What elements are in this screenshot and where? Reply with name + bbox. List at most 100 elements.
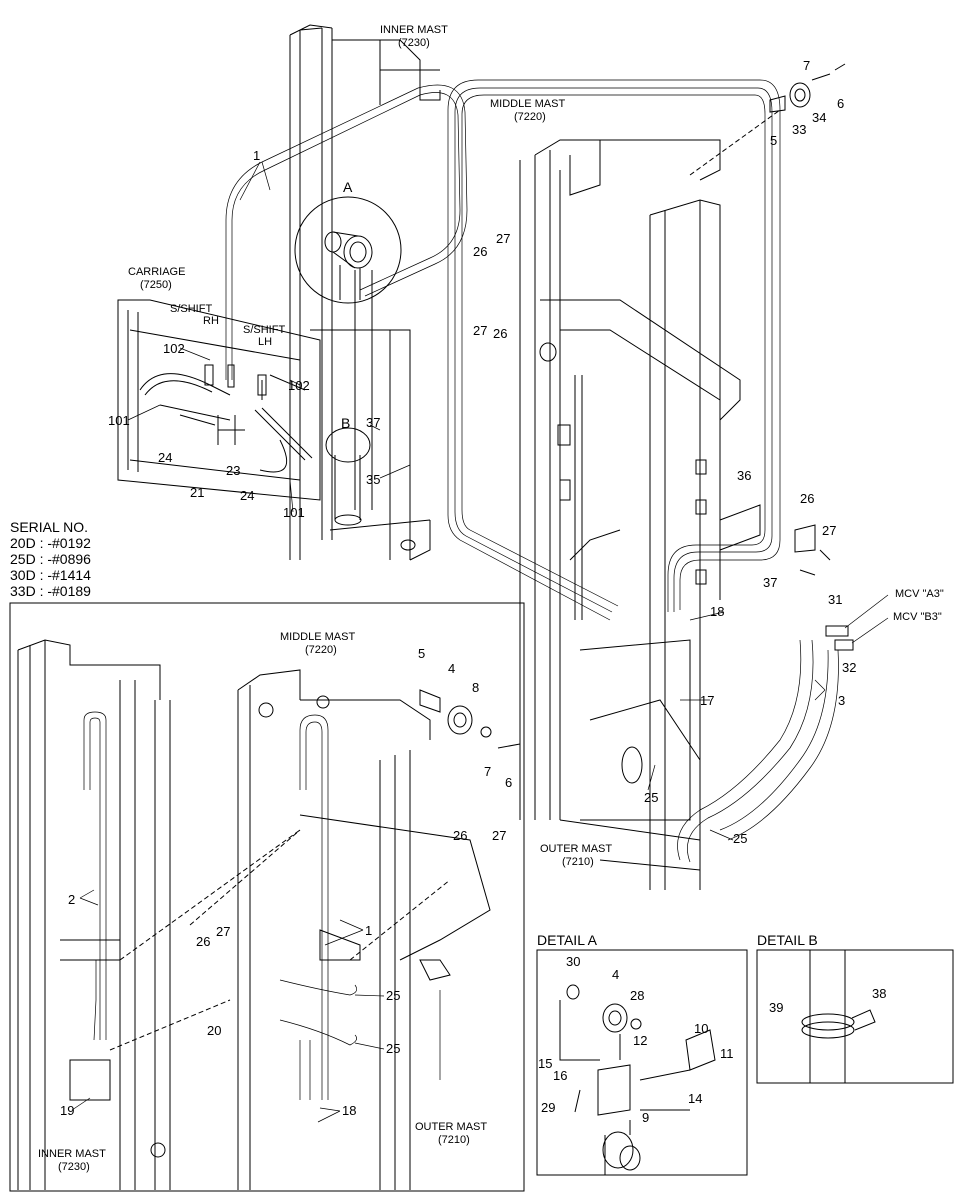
detail-a-title: DETAIL A <box>537 932 598 948</box>
carriage-code: (7250) <box>140 279 172 291</box>
callout: 24 <box>158 450 172 465</box>
inset-middle-mast-code: (7220) <box>305 644 337 656</box>
mcv-a3-label: MCV "A3" <box>895 588 944 600</box>
callout: 27 <box>496 231 510 246</box>
inset-drawing <box>17 639 521 1190</box>
carriage-drawing <box>117 299 321 510</box>
detail-b-frame <box>756 949 954 1084</box>
callout: 11 <box>720 1046 734 1061</box>
inner-mast-label: INNER MAST <box>380 24 448 36</box>
callout: 1 <box>253 148 260 163</box>
callout: 24 <box>240 488 254 503</box>
callout: 102 <box>163 341 185 356</box>
callout: 31 <box>828 592 842 607</box>
callout: 7 <box>803 58 810 73</box>
callout: 15 <box>538 1056 552 1071</box>
callout: 14 <box>688 1091 702 1106</box>
middle-mast-code: (7220) <box>514 111 546 123</box>
callout: 4 <box>612 967 619 982</box>
inset-frame <box>9 602 525 1192</box>
rh-label: RH <box>203 315 219 327</box>
middle-mast-label: MIDDLE MAST <box>490 98 565 110</box>
callout: 6 <box>837 96 844 111</box>
inset-outer-mast-code: (7210) <box>438 1134 470 1146</box>
callout: 37 <box>366 415 380 430</box>
callout: 1 <box>365 923 372 938</box>
lh-label: LH <box>258 336 272 348</box>
callout: 17 <box>700 693 714 708</box>
detail-a-drawing <box>559 984 716 1175</box>
sshift-rh-label: S/SHIFT <box>170 303 212 315</box>
circle-a-label: A <box>343 179 353 195</box>
callout: 38 <box>872 986 886 1001</box>
outer-mast-code: (7210) <box>562 856 594 868</box>
callout: 26 <box>453 828 467 843</box>
hose-3 <box>677 625 854 863</box>
callout: 101 <box>283 505 305 520</box>
middle-mast-drawing <box>519 139 741 890</box>
callouts-detail-b: 39 38 <box>769 986 886 1015</box>
callout: 2 <box>68 892 75 907</box>
callout: 5 <box>418 646 425 661</box>
callout: 25 <box>386 1041 400 1056</box>
bracket-36 <box>719 504 831 576</box>
callouts-detail-a: 30 4 28 12 10 11 15 16 29 9 14 <box>538 954 734 1125</box>
serial-line: 30D : -#1414 <box>10 567 91 583</box>
carriage-label: CARRIAGE <box>128 266 185 278</box>
callout: 5 <box>770 133 777 148</box>
callouts-inset: 5 4 8 7 6 26 27 2 26 27 1 25 25 20 18 19 <box>60 646 512 1118</box>
callout: 7 <box>484 764 491 779</box>
callout: 34 <box>812 110 826 125</box>
callout: 26 <box>473 244 487 259</box>
callout: 28 <box>630 988 644 1003</box>
callout: 26 <box>196 934 210 949</box>
callout: 27 <box>473 323 487 338</box>
leader-lines-inset <box>71 889 385 1123</box>
callout: 39 <box>769 1000 783 1015</box>
callout: 9 <box>642 1110 649 1125</box>
sshift-lh-label: S/SHIFT <box>243 324 285 336</box>
callout: 36 <box>737 468 751 483</box>
callout: 23 <box>226 463 240 478</box>
callout: 27 <box>492 828 506 843</box>
hose-1-inner <box>225 84 468 380</box>
inset-outer-mast-label: OUTER MAST <box>415 1121 487 1133</box>
callout: 25 <box>644 790 658 805</box>
detail-a-circle <box>294 196 402 304</box>
callout: 8 <box>472 680 479 695</box>
detail-a-frame <box>536 949 748 1176</box>
callout: 25 <box>733 831 747 846</box>
sheave-top-right <box>689 63 846 176</box>
callout: 19 <box>60 1103 74 1118</box>
callout: 6 <box>505 775 512 790</box>
callout: 3 <box>838 693 845 708</box>
callout: 26 <box>493 326 507 341</box>
callout: 26 <box>800 491 814 506</box>
callout: 101 <box>108 413 130 428</box>
detail-b-title: DETAIL B <box>757 932 818 948</box>
callout: 37 <box>763 575 777 590</box>
callout: 27 <box>216 924 230 939</box>
callout: 16 <box>553 1068 567 1083</box>
callout: 12 <box>633 1033 647 1048</box>
serial-line: 33D : -#0189 <box>10 583 91 599</box>
outer-mast-label: OUTER MAST <box>540 843 612 855</box>
callout: 18 <box>710 604 724 619</box>
callout: 18 <box>342 1103 356 1118</box>
serial-line: 25D : -#0896 <box>10 551 91 567</box>
inset-inner-mast-label: INNER MAST <box>38 1148 106 1160</box>
callout: 20 <box>207 1023 221 1038</box>
mcv-b3-label: MCV "B3" <box>893 611 942 623</box>
callout: 27 <box>822 523 836 538</box>
inner-mast-drawing <box>289 24 441 561</box>
callout: 32 <box>842 660 856 675</box>
inset-middle-mast-label: MIDDLE MAST <box>280 631 355 643</box>
callout: 29 <box>541 1100 555 1115</box>
leader-lines-top <box>127 161 889 841</box>
callout: 10 <box>694 1021 708 1036</box>
circle-b-label: B <box>341 415 350 431</box>
callout: 4 <box>448 661 455 676</box>
inset-inner-mast-code: (7230) <box>58 1161 90 1173</box>
serial-title: SERIAL NO. <box>10 519 88 535</box>
